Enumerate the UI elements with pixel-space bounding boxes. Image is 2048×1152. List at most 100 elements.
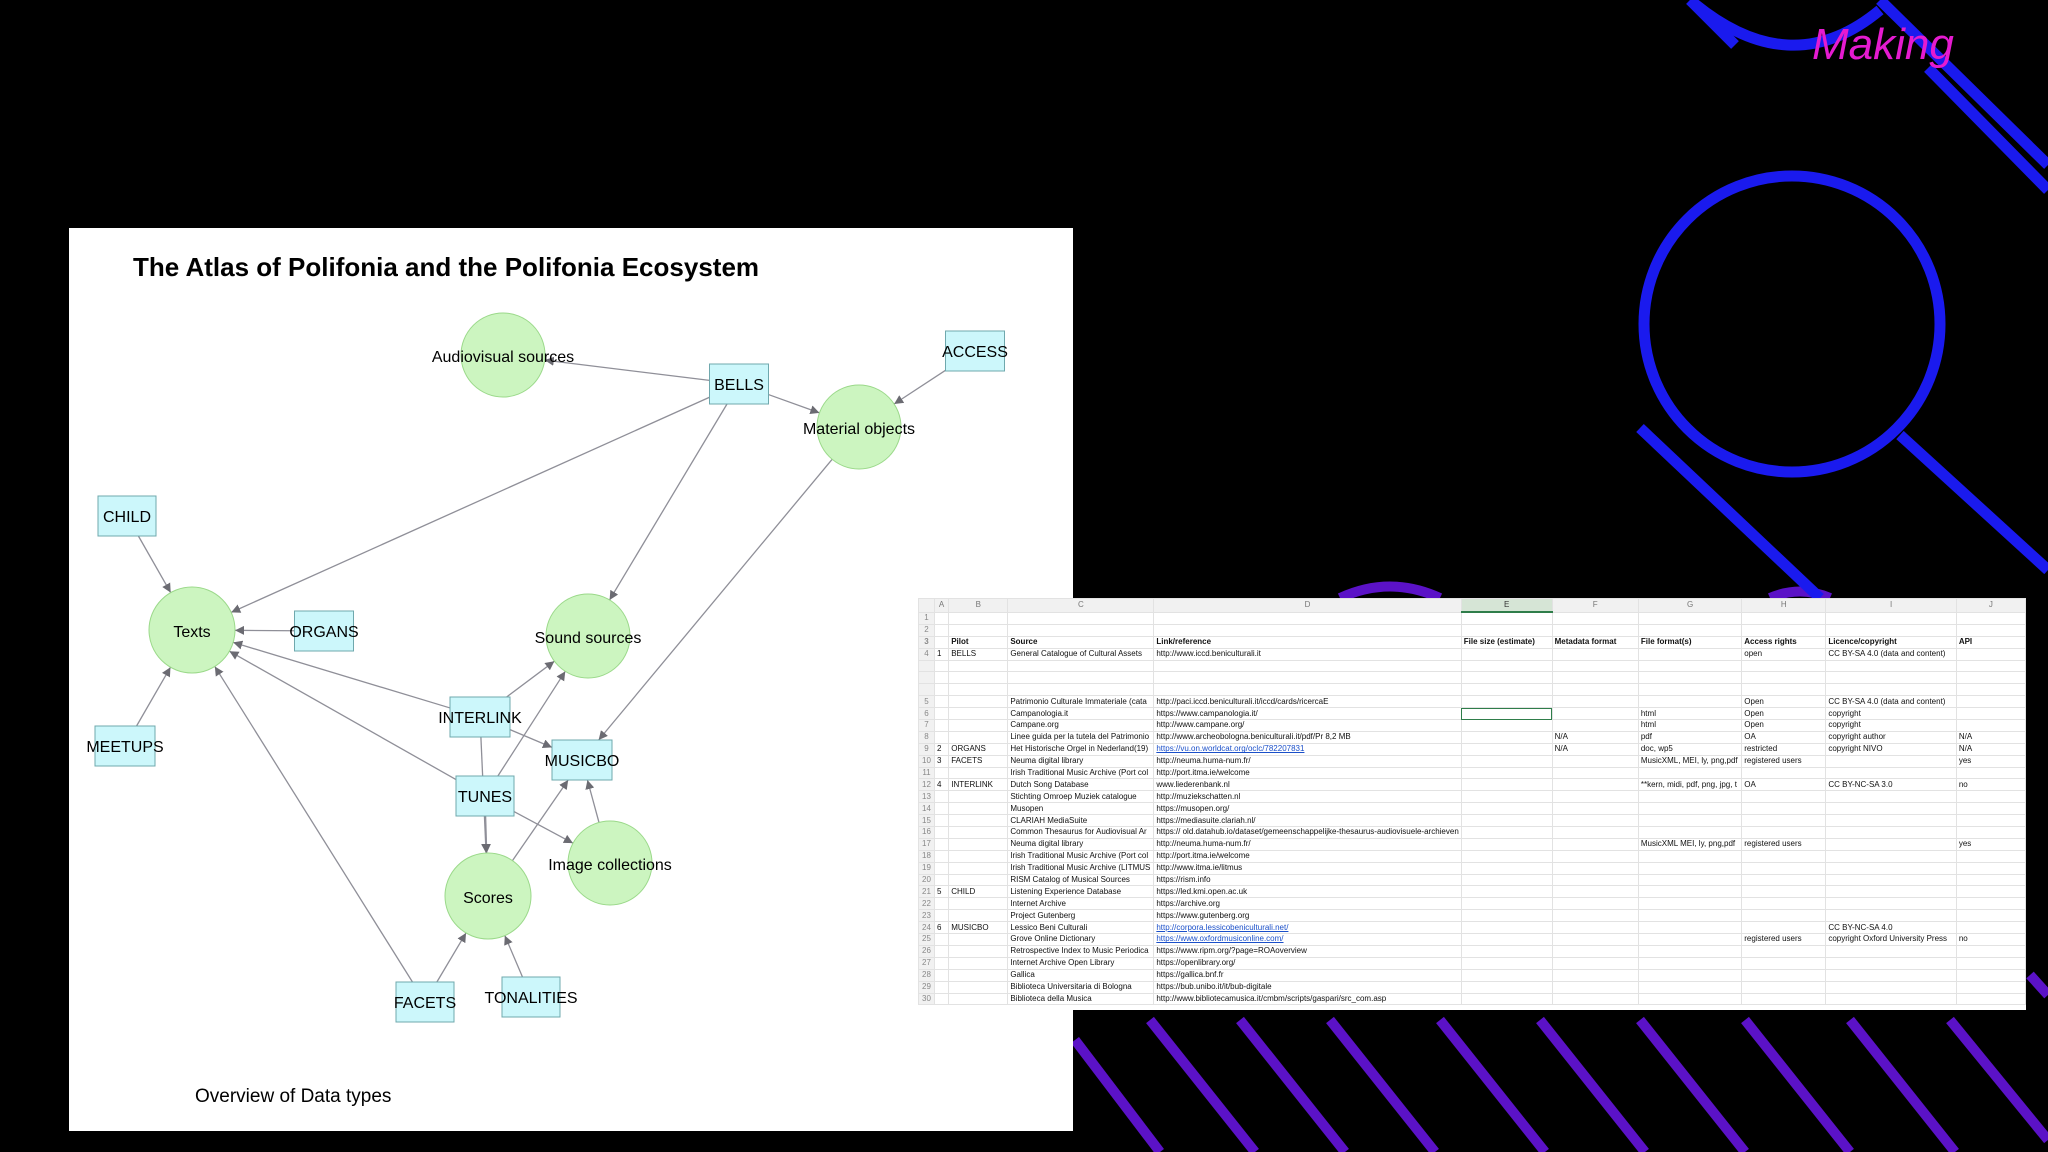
row-number[interactable]: 9 (918, 742, 935, 756)
cell-e[interactable] (1460, 921, 1553, 935)
cell-j[interactable] (1955, 647, 2026, 661)
cell-i[interactable] (1825, 956, 1957, 970)
cell-j[interactable] (1955, 873, 2026, 887)
cell-f[interactable] (1551, 790, 1639, 804)
cell-e[interactable] (1460, 695, 1553, 709)
cell-h[interactable]: registered users (1741, 933, 1827, 946)
cell-j[interactable] (1955, 695, 2026, 709)
cell-b[interactable] (948, 683, 1009, 697)
cell-e[interactable] (1460, 956, 1553, 970)
cell-a[interactable] (933, 909, 950, 923)
cell-j[interactable] (1955, 826, 2026, 839)
cell-c[interactable] (1007, 659, 1155, 673)
cell-g[interactable] (1637, 826, 1743, 839)
cell-i[interactable] (1825, 873, 1957, 887)
cell-c[interactable]: Patrimonio Culturale Immateriale (cata (1007, 695, 1155, 709)
cell-b[interactable] (948, 802, 1009, 816)
cell-d[interactable]: https:// old.datahub.io/dataset/gemeensc… (1153, 826, 1462, 839)
column-header-a[interactable]: A (933, 598, 950, 613)
cell-f[interactable] (1551, 778, 1639, 792)
cell-i[interactable] (1825, 944, 1957, 958)
cell-d[interactable]: http://www.archeobologna.beniculturali.i… (1153, 730, 1462, 744)
cell-i[interactable] (1825, 790, 1957, 804)
cell-i[interactable]: CC BY-SA 4.0 (data and content) (1825, 647, 1957, 661)
row-number[interactable]: 28 (918, 968, 935, 982)
cell-e[interactable] (1460, 671, 1553, 685)
cell-f[interactable] (1551, 933, 1639, 946)
cell-g[interactable] (1637, 802, 1743, 816)
row-number[interactable] (918, 671, 935, 685)
cell-c[interactable]: Common Thesaurus for Audiovisual Ar (1007, 826, 1155, 839)
cell-e[interactable] (1460, 659, 1553, 673)
cell-e[interactable] (1460, 933, 1553, 946)
row-number[interactable]: 6 (918, 707, 935, 721)
cell-c[interactable]: Linee guida per la tutela del Patrimonio (1007, 730, 1155, 744)
cell-e[interactable] (1460, 861, 1553, 875)
row-number[interactable]: 23 (918, 909, 935, 923)
row-number[interactable]: 2 (918, 623, 935, 637)
cell-a[interactable] (933, 980, 950, 994)
cell-e[interactable] (1460, 897, 1553, 911)
cell-e[interactable] (1460, 944, 1553, 958)
cell-e[interactable] (1460, 980, 1553, 994)
cell-i[interactable]: CC BY-NC-SA 3.0 (1825, 778, 1957, 792)
cell-d[interactable] (1153, 623, 1462, 637)
cell-d[interactable]: https://www.gutenberg.org (1153, 909, 1462, 923)
cell-e[interactable]: File size (estimate) (1460, 635, 1553, 649)
cell-g[interactable]: MusicXML, MEI, ly, png,pdf (1637, 754, 1743, 768)
cell-g[interactable]: html (1637, 719, 1743, 732)
cell-c[interactable]: Irish Traditional Music Archive (Port co… (1007, 849, 1155, 863)
cell-g[interactable] (1637, 944, 1743, 958)
cell-g[interactable] (1637, 659, 1743, 673)
cell-h[interactable] (1741, 611, 1827, 625)
cell-j[interactable]: API (1955, 635, 2026, 649)
cell-i[interactable] (1825, 683, 1957, 697)
cell-h[interactable] (1741, 659, 1827, 673)
cell-f[interactable] (1551, 992, 1639, 1006)
row-number[interactable] (918, 683, 935, 697)
cell-a[interactable] (933, 730, 950, 744)
cell-j[interactable] (1955, 611, 2026, 625)
cell-g[interactable] (1637, 790, 1743, 804)
cell-j[interactable]: no (1955, 933, 2026, 946)
cell-i[interactable] (1825, 611, 1957, 625)
sheet-corner[interactable] (918, 598, 935, 613)
cell-j[interactable]: N/A (1955, 730, 2026, 744)
cell-j[interactable] (1955, 671, 2026, 685)
cell-f[interactable] (1551, 814, 1639, 828)
cell-a[interactable]: 4 (933, 778, 950, 792)
cell-c[interactable]: Neuma digital library (1007, 837, 1155, 851)
cell-b[interactable] (948, 933, 1009, 946)
cell-d[interactable]: https://www.campanologia.it/ (1153, 707, 1462, 721)
cell-j[interactable] (1955, 659, 2026, 673)
cell-h[interactable] (1741, 766, 1827, 780)
cell-f[interactable] (1551, 980, 1639, 994)
cell-j[interactable] (1955, 719, 2026, 732)
cell-b[interactable] (948, 944, 1009, 958)
cell-a[interactable]: 6 (933, 921, 950, 935)
cell-h[interactable]: Open (1741, 695, 1827, 709)
row-number[interactable]: 22 (918, 897, 935, 911)
cell-j[interactable]: N/A (1955, 742, 2026, 756)
cell-g[interactable] (1637, 623, 1743, 637)
row-number[interactable]: 3 (918, 635, 935, 649)
cell-c[interactable]: Source (1007, 635, 1155, 649)
column-header-e[interactable]: E (1460, 598, 1553, 613)
cell-a[interactable] (933, 766, 950, 780)
cell-a[interactable] (933, 861, 950, 875)
cell-d[interactable]: https://gallica.bnf.fr (1153, 968, 1462, 982)
cell-j[interactable] (1955, 897, 2026, 911)
cell-b[interactable]: CHILD (948, 885, 1009, 899)
cell-i[interactable]: CC BY-NC-SA 4.0 (1825, 921, 1957, 935)
cell-j[interactable] (1955, 707, 2026, 721)
cell-c[interactable] (1007, 683, 1155, 697)
cell-i[interactable]: copyright author (1825, 730, 1957, 744)
cell-j[interactable] (1955, 766, 2026, 780)
cell-c[interactable]: Internet Archive (1007, 897, 1155, 911)
cell-e[interactable] (1460, 611, 1553, 625)
cell-j[interactable] (1955, 790, 2026, 804)
cell-e[interactable] (1460, 707, 1553, 721)
cell-d[interactable]: https://mediasuite.clariah.nl/ (1153, 814, 1462, 828)
cell-h[interactable] (1741, 826, 1827, 839)
cell-i[interactable] (1825, 837, 1957, 851)
